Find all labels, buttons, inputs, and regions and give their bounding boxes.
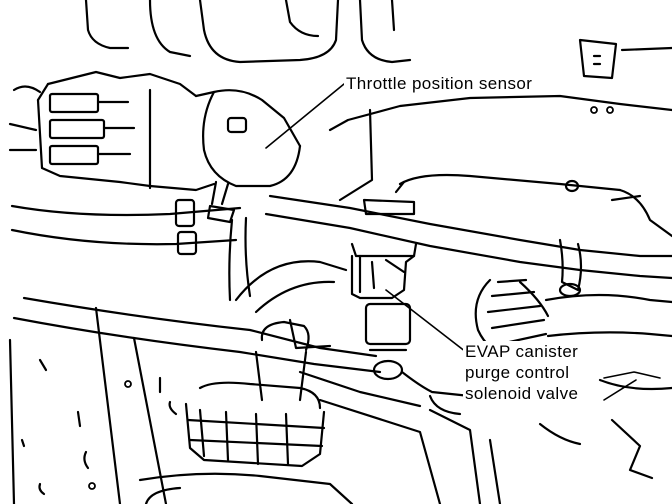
- lower-hoses: [12, 260, 472, 416]
- leader-lines: [265, 83, 661, 401]
- evap-label-line-3: solenoid valve: [465, 384, 579, 403]
- lower-right-lines: [318, 378, 672, 504]
- throttle-position-sensor-shape: [8, 70, 302, 192]
- fasteners: [88, 106, 614, 490]
- throttle-body-cylinder: [138, 320, 354, 504]
- evap-valve-shape: [350, 242, 418, 352]
- lower-left-frame: [8, 306, 178, 504]
- evap-valve-label: EVAP canister purge control solenoid val…: [463, 341, 581, 404]
- evap-label-line-2: purge control: [465, 363, 570, 382]
- center-pipe: [264, 194, 672, 298]
- evap-label-line-1: EVAP canister: [465, 342, 579, 361]
- throttle-position-sensor-label: Throttle position sensor: [344, 73, 535, 94]
- upper-housing: [84, 0, 412, 64]
- right-manifold: [328, 38, 672, 238]
- left-harness: [10, 180, 252, 302]
